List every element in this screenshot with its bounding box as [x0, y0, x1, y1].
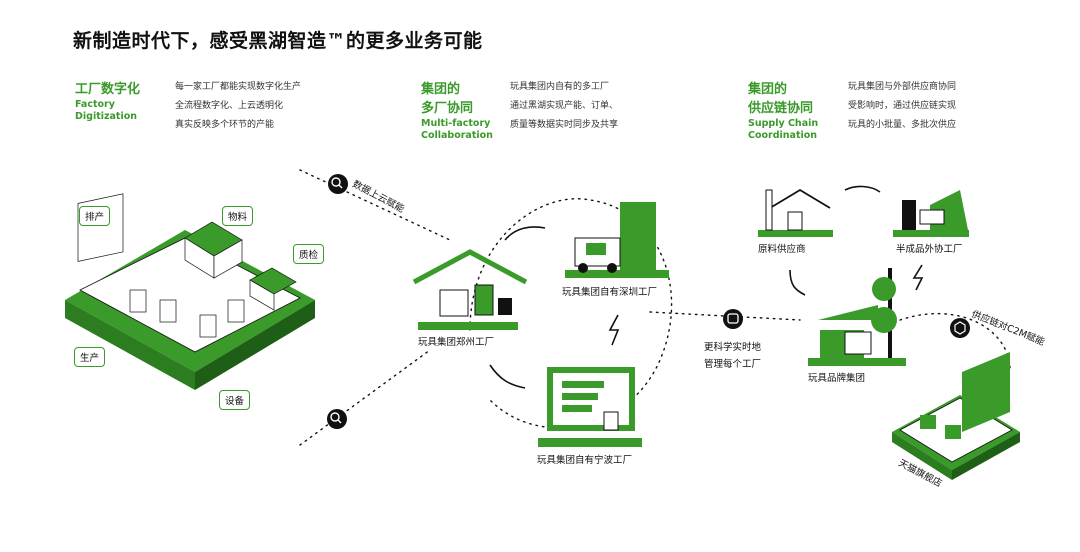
zhengzhou-factory: [412, 249, 528, 330]
tag-equipment: 设备: [219, 390, 251, 410]
desc-line: 玩具集团与外部供应商协同: [848, 82, 957, 92]
science-line: 更科学实时地: [704, 342, 762, 353]
section-title-en: Multi-factory: [421, 118, 491, 129]
section-title-zh: 集团的: [421, 82, 461, 97]
arrow-top: [504, 226, 546, 241]
section-factory-digitization: 工厂数字化 Factory Digitization: [75, 80, 140, 123]
brand-group: [808, 268, 906, 366]
desc-line: 受影响时，通过供应链实现: [848, 101, 957, 111]
raw-supplier: [758, 188, 833, 237]
section-title-zh: 供应链协同: [748, 101, 814, 116]
tmall-store: [892, 352, 1020, 480]
section-title-en: Coordination: [748, 130, 818, 141]
section-title-en: Digitization: [75, 111, 138, 122]
desc-line: 质量等数据实时同步及共享: [510, 120, 619, 130]
page-title: 新制造时代下，感受黑湖智造™的更多业务可能: [73, 30, 483, 52]
section-title-en: Collaboration: [421, 130, 493, 141]
db-icon: [723, 309, 743, 329]
section-title-zh: 多厂协同: [421, 101, 474, 116]
arrow-bottom: [489, 364, 526, 389]
shenzhen-factory: [565, 202, 669, 278]
arrow-supply-right: [912, 264, 924, 291]
arrow-right: [608, 314, 620, 346]
tag-production: 生产: [74, 347, 106, 367]
science-line: 管理每个工厂: [704, 359, 762, 370]
node-brand: 玩具品牌集团: [808, 373, 866, 384]
arrow-supply-left: [789, 269, 806, 296]
section-title-zh: 工厂数字化: [75, 82, 141, 97]
desc-line: 通过黑湖实现产能、订单、: [510, 101, 619, 111]
section-title-en: Factory: [75, 99, 115, 110]
ningbo-factory: [538, 367, 642, 447]
science-label: 更科学实时地 管理每个工厂: [704, 339, 761, 373]
desc-line: 真实反映多个环节的产能: [175, 120, 275, 130]
section-desc: 玩具集团内自有的多工厂 通过黑湖实现产能、订单、 质量等数据实时同步及共享: [510, 78, 618, 135]
tag-scheduling: 排产: [79, 206, 111, 226]
node-shenzhen: 玩具集团自有深圳工厂: [562, 287, 658, 298]
node-semi-factory: 半成品外协工厂: [896, 244, 963, 255]
connector-c2m: [899, 312, 1011, 371]
desc-line: 每一家工厂都能实现数字化生产: [175, 82, 302, 92]
node-raw-supplier: 原料供应商: [758, 244, 806, 255]
cube-icon: [950, 318, 970, 338]
desc-line: 玩具的小批量、多批次供应: [848, 120, 957, 130]
section-multi-factory: 集团的 多厂协同 Multi-factory Collaboration: [421, 80, 493, 142]
tag-material: 物料: [222, 206, 254, 226]
section-desc: 每一家工厂都能实现数字化生产 全流程数字化、上云透明化 真实反映多个环节的产能: [175, 78, 301, 135]
search-bottom-icon: [327, 409, 347, 429]
section-supply-chain: 集团的 供应链协同 Supply Chain Coordination: [748, 80, 818, 142]
section-title-zh: 集团的: [748, 82, 788, 97]
arrow-supply-top: [844, 185, 881, 193]
semi-factory: [893, 190, 969, 237]
connector-cloud-lower: [299, 349, 431, 446]
section-desc: 玩具集团与外部供应商协同 受影响时，通过供应链实现 玩具的小批量、多批次供应: [848, 78, 956, 135]
desc-line: 全流程数字化、上云透明化: [175, 101, 284, 111]
section-title-en: Supply Chain: [748, 118, 819, 129]
tag-quality: 质检: [293, 244, 325, 264]
cloud-magnifier-icon: [328, 174, 348, 194]
node-ningbo: 玩具集团自有宁波工厂: [537, 455, 633, 466]
node-zhengzhou: 玩具集团郑州工厂: [418, 337, 495, 348]
connector-cloud-upper: [299, 169, 451, 241]
connector-to-brand: [649, 311, 801, 321]
desc-line: 玩具集团内自有的多工厂: [510, 82, 610, 92]
